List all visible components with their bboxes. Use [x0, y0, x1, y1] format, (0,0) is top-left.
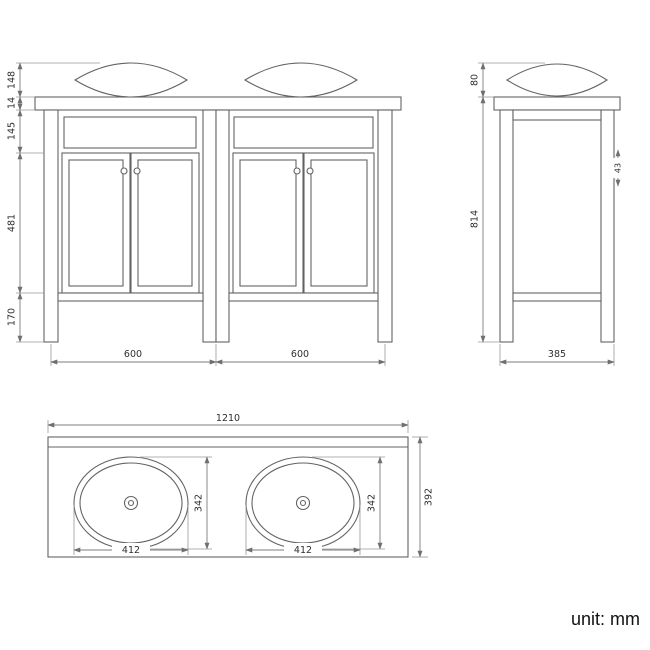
leg-front-left: [43, 109, 59, 343]
dim-apron-height: 145: [7, 122, 18, 140]
dim-basin-depth-right: 342: [367, 494, 378, 512]
countertop-front: [34, 96, 402, 111]
vessel-sink-left: [73, 62, 189, 98]
dim-leg-height: 170: [7, 308, 18, 326]
dim-basin-depth-left: 342: [194, 494, 205, 512]
dim-basin-width-left: 412: [122, 545, 140, 556]
dim-basin-width-right: 412: [294, 545, 312, 556]
drain-left-center: [127, 499, 135, 507]
door-panel: [310, 159, 368, 287]
drain-right-center: [299, 499, 307, 507]
vessel-sink-side: [505, 63, 609, 97]
front-view: 148 14 145 481 170 600 600: [7, 62, 402, 366]
dim-side-sink-height: 80: [470, 74, 481, 86]
bottom-rail-right: [228, 292, 379, 302]
dim-total-depth: 392: [424, 488, 435, 506]
dim-text-mask: [112, 543, 150, 556]
door-panel: [239, 159, 297, 287]
dim-knob-offset: 43: [614, 163, 623, 173]
side-view: 80 814 385 43: [470, 62, 624, 366]
leg-side-front: [600, 109, 615, 343]
front-geometry: [34, 62, 402, 343]
dimension-lines: [17, 62, 386, 365]
side-geometry: [493, 63, 621, 343]
dim-door-height: 481: [7, 214, 18, 232]
dim-body-height: 814: [470, 210, 481, 228]
countertop-side: [493, 96, 621, 111]
plan-view: 1210 392 342 342 412 412: [47, 413, 435, 558]
leg-side-back: [499, 109, 514, 343]
leg-front-center-right: [215, 109, 230, 343]
door-panel: [137, 159, 193, 287]
door-knob: [120, 167, 128, 175]
dim-counter-thickness: 14: [7, 97, 18, 109]
dim-total-width: 1210: [216, 413, 240, 424]
front-dimensions: 148 14 145 481 170 600 600: [7, 62, 386, 366]
door-panel: [68, 159, 124, 287]
dim-text-mask: [284, 543, 322, 556]
bottom-rail-side: [512, 292, 602, 302]
leg-front-center-left: [202, 109, 217, 343]
vessel-sink-right: [243, 62, 359, 98]
dim-sink-height: 148: [7, 71, 18, 89]
dimension-lines: [480, 62, 621, 365]
apron-panel-left: [63, 116, 197, 149]
plan-geometry: [47, 436, 409, 558]
top-rail-side: [512, 109, 602, 121]
plan-dimensions: 1210 392 342 342 412 412: [47, 413, 435, 558]
leg-front-right: [377, 109, 393, 343]
dim-text-mask: [612, 158, 624, 178]
door-knob: [133, 167, 141, 175]
unit-label: unit: mm: [571, 609, 640, 629]
dim-width-left: 600: [124, 349, 142, 360]
door-knob: [293, 167, 301, 175]
bottom-rail-left: [57, 292, 204, 302]
dim-depth: 385: [548, 349, 566, 360]
apron-panel-right: [233, 116, 374, 149]
door-knob: [306, 167, 314, 175]
dim-width-right: 600: [291, 349, 309, 360]
side-dimensions: 80 814 385 43: [470, 62, 624, 366]
